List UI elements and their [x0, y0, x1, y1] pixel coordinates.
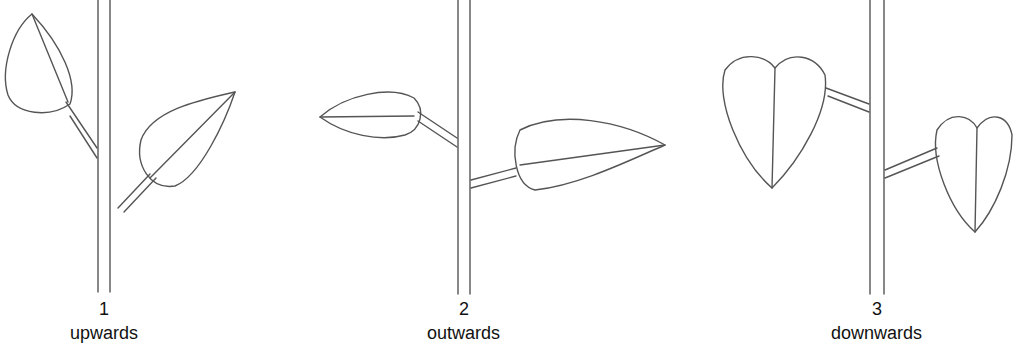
direction-label: upwards: [70, 324, 138, 344]
figure-number: 1: [99, 300, 109, 320]
stem-downwards: [723, 0, 1012, 294]
figure-number: 2: [459, 300, 469, 320]
stem-outwards: [320, 0, 665, 294]
figure-number: 3: [872, 300, 882, 320]
stem-upwards: [5, 0, 235, 292]
direction-label: outwards: [427, 324, 500, 344]
direction-label: downwards: [831, 324, 922, 344]
